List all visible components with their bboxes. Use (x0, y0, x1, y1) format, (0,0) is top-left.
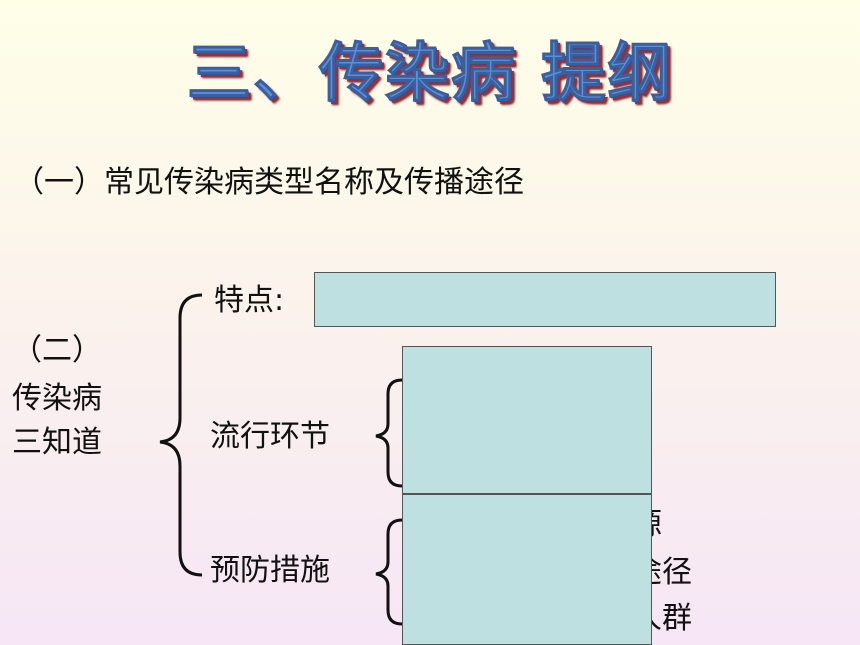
section-two-label-line3: 三知道 (12, 425, 102, 460)
epidemic-links-answer-box[interactable] (402, 346, 652, 494)
prevention-answer-box[interactable] (402, 494, 652, 645)
epidemic-links-label: 流行环节 (210, 419, 330, 454)
prevention-label: 预防措施 (210, 553, 330, 588)
features-answer-box[interactable] (314, 272, 776, 327)
section-two-label-line2: 传染病 (12, 381, 102, 416)
slide-title: 三、传染病 提纲 (186, 37, 674, 112)
prevention-brace (375, 518, 403, 626)
section-one-heading: （一）常见传染病类型名称及传播途径 (14, 165, 524, 200)
large-brace (159, 293, 203, 577)
epidemic-brace (375, 378, 403, 488)
section-two-label-line1: （二） (12, 333, 102, 368)
features-label: 特点: (214, 283, 285, 318)
